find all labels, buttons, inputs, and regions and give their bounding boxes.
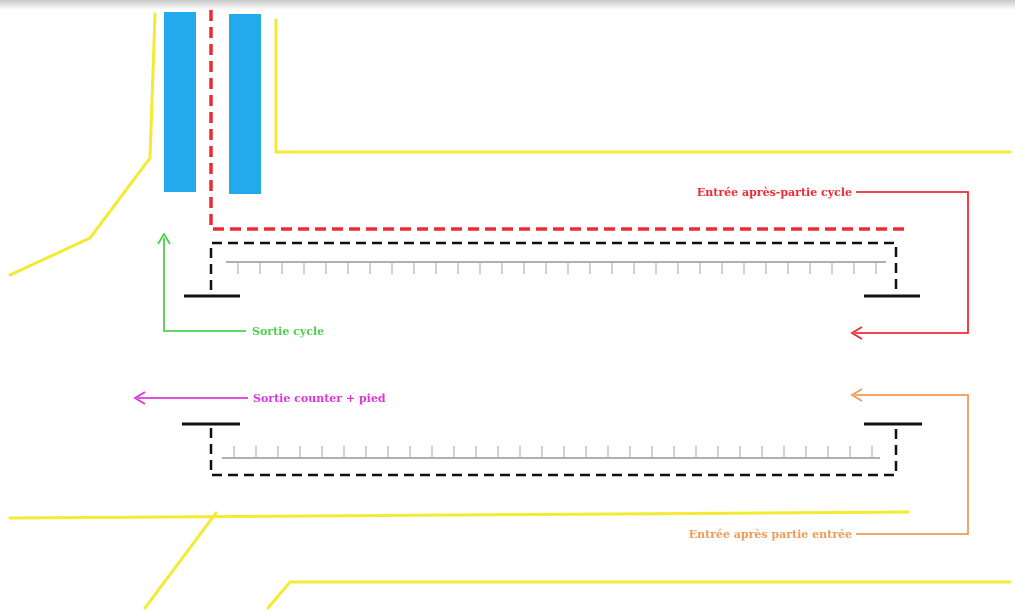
upper-dashed-frame [209, 241, 898, 295]
red-arrow-line [855, 191, 969, 334]
green-arrow-line [163, 238, 246, 332]
orange-entry-arrow: Entrée après partie entrée [689, 388, 969, 541]
blue-column-right [229, 14, 261, 194]
walls [8, 12, 1012, 610]
lower-rail-ticks [233, 446, 873, 458]
label-entree-orange: Entrée après partie entrée [689, 528, 852, 541]
magenta-exit-arrow: Sortie counter + pied [133, 391, 386, 405]
orange-arrow-line [855, 394, 969, 535]
red-arrow-head [850, 326, 863, 340]
wall-lower-diagonal [143, 511, 218, 610]
top-edge-shadow [0, 0, 1015, 10]
wall-left-upper [8, 12, 157, 277]
red-dashed-path [209, 10, 910, 231]
green-exit-arrow: Sortie cycle [157, 232, 324, 338]
label-entree-red: Entrée après-partie cycle [697, 186, 852, 199]
orange-arrow-head [850, 388, 863, 402]
green-arrow-head [157, 232, 171, 245]
lower-dashed-frame [209, 425, 898, 477]
magenta-arrow-head [133, 391, 146, 405]
lower-unit [182, 422, 922, 477]
upper-unit [184, 241, 920, 298]
label-sortie-magenta: Sortie counter + pied [253, 392, 386, 405]
upper-rail-ticks [237, 262, 877, 274]
red-entry-arrow: Entrée après-partie cycle [697, 186, 969, 340]
wall-bottom [266, 580, 1012, 610]
wall-top-right [274, 18, 1012, 154]
blue-column-left [164, 12, 196, 192]
label-sortie-green: Sortie cycle [252, 325, 324, 338]
wall-middle-horizontal [8, 510, 910, 520]
